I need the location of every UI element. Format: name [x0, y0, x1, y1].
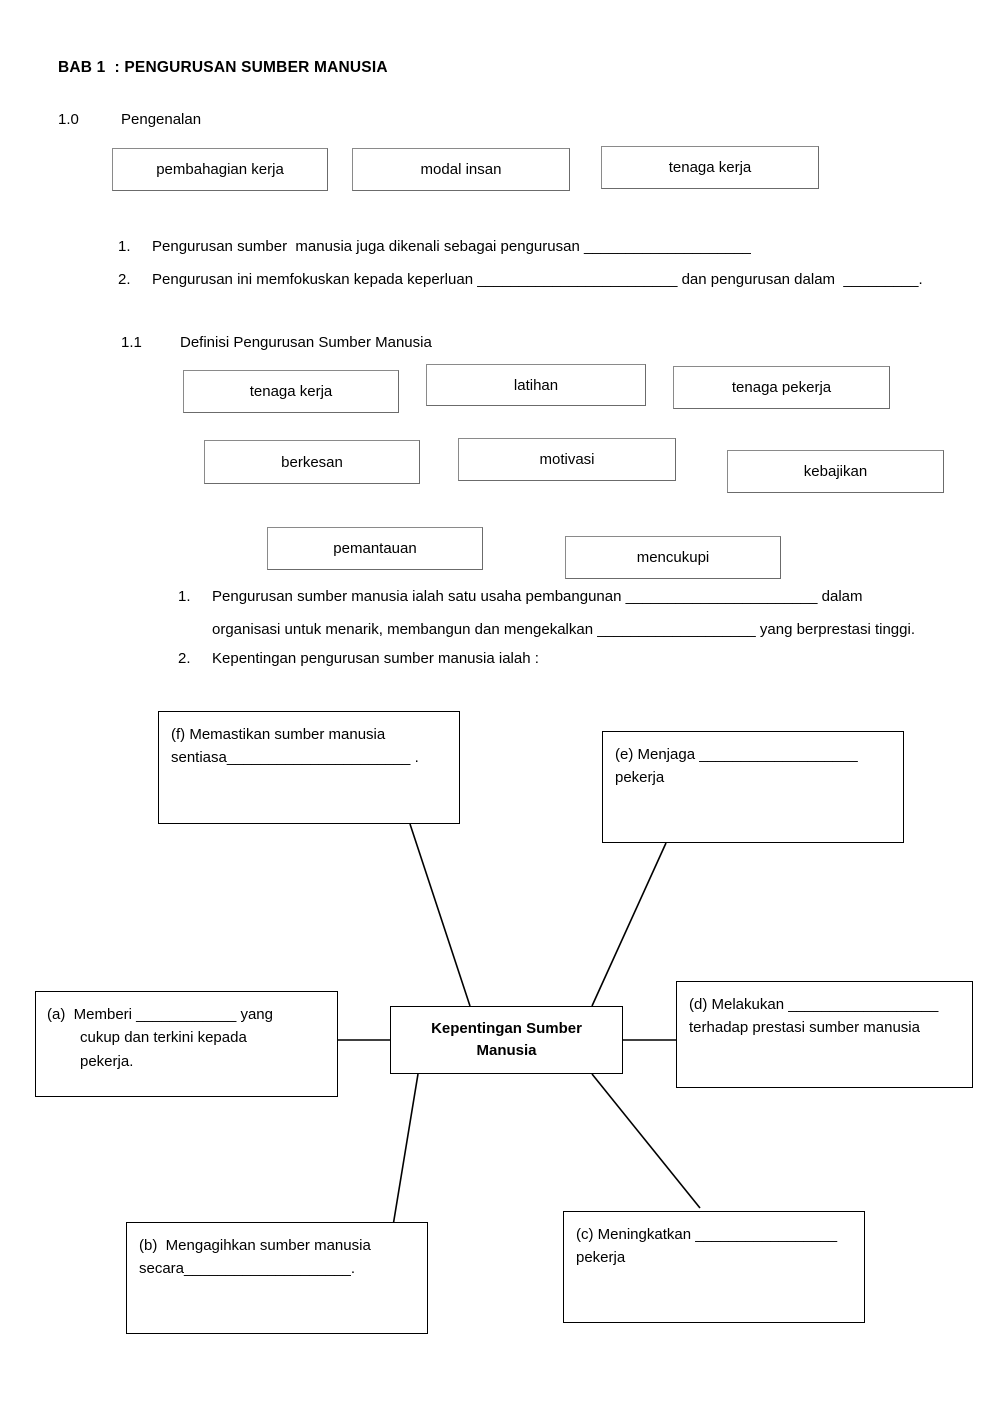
- question-text: Pengurusan ini memfokuskan kepada keperl…: [152, 271, 923, 288]
- mind-map-node-d[interactable]: (d) Melakukan __________________ terhada…: [676, 981, 973, 1088]
- section-label-1-0: Pengenalan: [121, 111, 202, 128]
- question-number: 1.: [118, 238, 131, 255]
- mind-map-node-e-text: (e) Menjaga ___________________ pekerja: [615, 746, 858, 787]
- word-bank-chip[interactable]: kebajikan: [727, 450, 944, 493]
- question-text-line2: organisasi untuk menarik, membangun dan …: [212, 621, 915, 638]
- word-bank-chip[interactable]: tenaga kerja: [183, 370, 399, 413]
- word-bank-chip[interactable]: mencukupi: [565, 536, 781, 579]
- connector-c: [591, 1073, 701, 1209]
- word-bank-chip[interactable]: modal insan: [352, 148, 570, 191]
- question-text-line1: Pengurusan sumber manusia ialah satu usa…: [212, 588, 863, 605]
- page-title: BAB 1 : PENGURUSAN SUMBER MANUSIA: [58, 59, 388, 76]
- mind-map-node-b[interactable]: (b) Mengagihkan sumber manusia secara___…: [126, 1222, 428, 1334]
- mind-map-node-a[interactable]: (a) Memberi ____________ yang cukup dan …: [35, 991, 338, 1097]
- question-number: 2.: [118, 271, 131, 288]
- mind-map-center-node[interactable]: Kepentingan Sumber Manusia: [390, 1006, 623, 1074]
- mind-map-node-f[interactable]: (f) Memastikan sumber manusia sentiasa__…: [158, 711, 460, 824]
- connector-b: [391, 1073, 419, 1233]
- word-bank-chip[interactable]: pembahagian kerja: [112, 148, 328, 191]
- mind-map-node-f-text: (f) Memastikan sumber manusia sentiasa__…: [171, 726, 419, 767]
- question-number: 2.: [178, 650, 191, 667]
- connector-e: [591, 842, 667, 1007]
- mind-map-node-e[interactable]: (e) Menjaga ___________________ pekerja: [602, 731, 904, 843]
- word-bank-chip[interactable]: berkesan: [204, 440, 420, 484]
- connector-f: [409, 823, 471, 1007]
- section-number-1-1: 1.1: [121, 334, 142, 351]
- mind-map-node-a-text: (a) Memberi ____________ yang cukup dan …: [47, 1006, 273, 1070]
- section-number-1-0: 1.0: [58, 111, 79, 128]
- word-bank-chip[interactable]: pemantauan: [267, 527, 483, 570]
- word-bank-chip[interactable]: tenaga kerja: [601, 146, 819, 189]
- word-bank-chip[interactable]: latihan: [426, 364, 646, 406]
- mind-map-center-text: Kepentingan Sumber Manusia: [431, 1019, 582, 1060]
- question-text: Pengurusan sumber manusia juga dikenali …: [152, 238, 751, 255]
- question-text: Kepentingan pengurusan sumber manusia ia…: [212, 650, 539, 667]
- mind-map-node-d-text: (d) Melakukan __________________ terhada…: [689, 996, 939, 1037]
- section-label-1-1: Definisi Pengurusan Sumber Manusia: [180, 334, 432, 351]
- mind-map-node-c-text: (c) Meningkatkan _________________ peker…: [576, 1226, 838, 1267]
- word-bank-chip[interactable]: tenaga pekerja: [673, 366, 890, 409]
- word-bank-chip[interactable]: motivasi: [458, 438, 676, 481]
- mind-map-node-c[interactable]: (c) Meningkatkan _________________ peker…: [563, 1211, 865, 1323]
- mind-map-node-b-text: (b) Mengagihkan sumber manusia secara___…: [139, 1237, 371, 1278]
- question-number: 1.: [178, 588, 191, 605]
